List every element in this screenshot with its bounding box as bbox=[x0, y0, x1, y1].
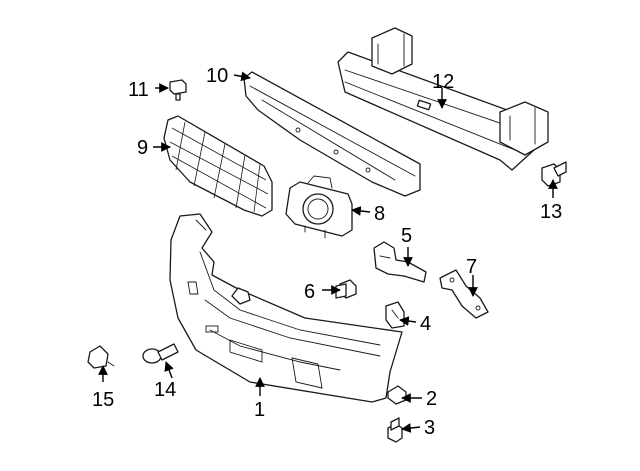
callout-7: 7 bbox=[466, 256, 477, 278]
callout-6: 6 bbox=[304, 281, 315, 303]
bolt-6 bbox=[335, 279, 357, 299]
callout-2: 2 bbox=[426, 388, 437, 410]
callout-14: 14 bbox=[154, 379, 176, 401]
leader-3 bbox=[401, 423, 421, 433]
callout-3: 3 bbox=[424, 417, 435, 439]
callout-9: 9 bbox=[137, 137, 148, 159]
tow-hook-14 bbox=[142, 343, 179, 364]
callout-11: 11 bbox=[128, 79, 149, 101]
bracket-5 bbox=[373, 241, 427, 283]
callout-13: 13 bbox=[540, 201, 562, 223]
bolt-3 bbox=[387, 417, 403, 443]
leader-10 bbox=[233, 71, 251, 82]
leader-8 bbox=[351, 206, 371, 216]
callout-10: 10 bbox=[206, 65, 228, 87]
push-pin-11 bbox=[169, 79, 187, 101]
callout-8: 8 bbox=[374, 203, 385, 225]
bolt-13 bbox=[541, 161, 567, 187]
bracket-7 bbox=[439, 269, 489, 319]
energy-absorber bbox=[243, 71, 421, 197]
callout-12: 12 bbox=[432, 71, 454, 93]
nut-2 bbox=[387, 385, 407, 405]
leader-4 bbox=[399, 316, 417, 326]
bumper-cover bbox=[169, 213, 403, 403]
callout-15: 15 bbox=[92, 389, 114, 411]
reinforcement-bar bbox=[337, 27, 549, 171]
cap-15 bbox=[87, 345, 115, 369]
clip-4 bbox=[385, 301, 405, 329]
lower-grille bbox=[163, 115, 273, 217]
leader-14 bbox=[164, 361, 174, 379]
fog-lamp bbox=[285, 175, 353, 239]
callout-5: 5 bbox=[401, 225, 412, 247]
callout-1: 1 bbox=[254, 399, 265, 421]
callout-4: 4 bbox=[420, 313, 431, 335]
